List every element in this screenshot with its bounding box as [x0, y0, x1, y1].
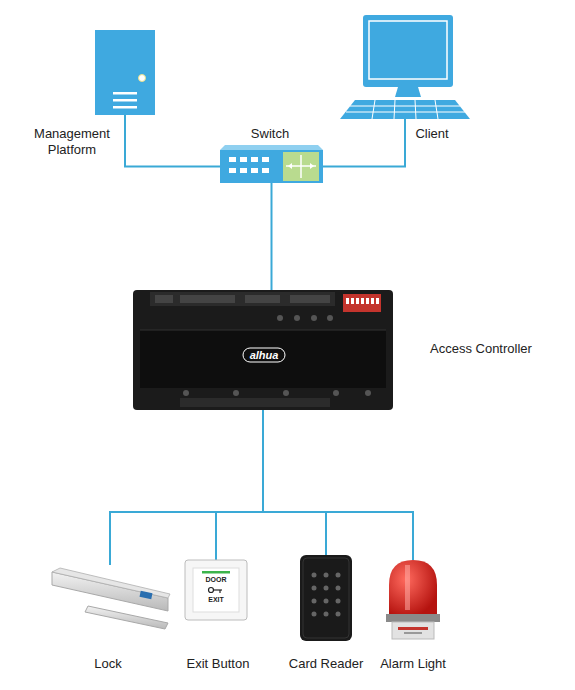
switch-node: Switch — [220, 150, 323, 183]
alarm-light-node: Alarm Light — [385, 560, 441, 642]
node-label: Client — [392, 126, 472, 142]
card-reader-icon — [300, 555, 352, 641]
node-label: Alarm Light — [368, 656, 458, 672]
lock-node: Lock — [50, 565, 170, 631]
node-label: Management Platform — [26, 126, 118, 158]
node-label: Card Reader — [281, 656, 371, 672]
brand-logo: alhua — [234, 348, 294, 362]
controller-icon — [133, 290, 393, 410]
alarm-light-icon — [386, 560, 440, 639]
node-label: Lock — [63, 656, 153, 672]
node-label: Exit Button — [173, 656, 263, 672]
network-wire — [271, 183, 273, 290]
network-wire — [110, 410, 263, 565]
exit-button-icon — [185, 560, 247, 620]
client-node: Client — [340, 15, 470, 119]
card-reader-node: Card Reader — [300, 555, 352, 641]
button-text: DOOR — [186, 575, 246, 585]
button-text: EXIT — [186, 595, 246, 605]
exit-button-node: Exit Button — [185, 560, 247, 620]
switch-icon — [220, 145, 323, 183]
lock-icon — [52, 568, 170, 629]
node-label: Switch — [230, 126, 310, 142]
server-icon — [95, 30, 155, 115]
server-node: Management Platform — [95, 30, 155, 115]
node-label: Access Controller — [430, 341, 570, 357]
network-wire — [323, 119, 405, 167]
computer-icon — [340, 15, 470, 119]
network-wire — [216, 410, 263, 560]
network-wire — [263, 410, 413, 560]
network-wire — [125, 115, 220, 167]
network-wire — [263, 410, 326, 555]
